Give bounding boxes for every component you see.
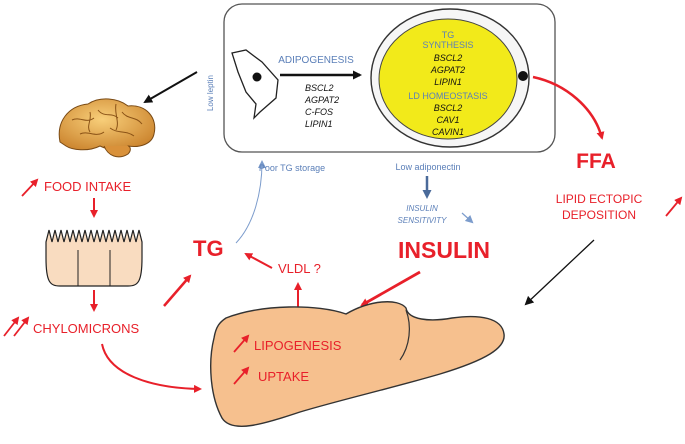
lipogenesis-label: LIPOGENESIS — [254, 338, 342, 353]
insulin-sensitivity-down-arrow — [461, 212, 474, 224]
brain-icon — [58, 98, 156, 158]
leptin-to-brain-arrow — [143, 71, 198, 103]
tg-synthesis-title-2: SYNTHESIS — [422, 40, 473, 50]
tg-label: TG — [193, 236, 224, 261]
tg-synthesis-gene-1: BSCL2 — [434, 53, 463, 63]
adipogenesis-gene-3: C-FOS — [305, 107, 333, 117]
chylo-to-tg-arrow — [163, 274, 192, 307]
ectopic-up-arrow — [665, 196, 683, 217]
vldl-to-tg-arrow — [244, 253, 273, 269]
low-adiponectin-label: Low adiponectin — [395, 162, 460, 172]
intestine-icon — [45, 229, 143, 287]
liver-lobe-line — [399, 309, 410, 361]
tg-to-adipocyte-arrow — [235, 160, 266, 244]
chylomicrons-label: CHYLOMICRONS — [33, 321, 140, 336]
food-intake-up-arrow — [21, 178, 39, 197]
uptake-up-arrow — [233, 366, 250, 385]
vldl-label: VLDL ? — [278, 261, 321, 276]
ffa-label: FFA — [576, 150, 616, 173]
ffa-to-liver-arrow — [524, 239, 595, 306]
insulin-label: INSULIN — [398, 237, 490, 263]
tg-synthesis-gene-3: LIPIN1 — [434, 77, 462, 87]
tg-synthesis-gene-2: AGPAT2 — [430, 65, 465, 75]
liver-shape — [210, 301, 505, 427]
food-intake-label: FOOD INTAKE — [44, 179, 131, 194]
adipogenesis-gene-2: AGPAT2 — [304, 95, 339, 105]
tg-synthesis-title-1: TG — [442, 30, 455, 40]
adipocyte-to-ffa-arrow — [532, 75, 605, 140]
lipogenesis-up-arrow — [233, 334, 250, 353]
preadipocyte-cell — [231, 49, 279, 120]
poor-tg-storage-label: Poor TG storage — [259, 163, 325, 173]
ld-homeostasis-gene-2: CAV1 — [436, 115, 459, 125]
adipogenesis-gene-4: LIPIN1 — [305, 119, 333, 129]
insulin-sensitivity-label-1: INSULIN — [406, 204, 438, 213]
insulin-sensitivity-label-2: SENSITIVITY — [398, 216, 448, 225]
mature-adipocyte — [370, 8, 530, 148]
lipid-ectopic-label-1: LIPID ECTOPIC — [556, 192, 643, 206]
low-leptin-label: Low leptin — [206, 75, 215, 111]
uptake-label: UPTAKE — [258, 369, 309, 384]
adipogenesis-title: ADIPOGENESIS — [278, 55, 354, 66]
insulin-to-liver-arrow — [360, 270, 421, 307]
ld-homeostasis-gene-1: BSCL2 — [434, 103, 463, 113]
ld-homeostasis-title: LD HOMEOSTASIS — [408, 91, 487, 101]
chylo-to-liver-arrow — [101, 343, 202, 393]
ld-homeostasis-gene-3: CAVIN1 — [432, 127, 464, 137]
chylo-up-arrow-1 — [3, 316, 20, 337]
lipid-ectopic-label-2: DEPOSITION — [562, 208, 636, 222]
adipogenesis-gene-1: BSCL2 — [305, 83, 334, 93]
chylo-up-arrow-2 — [13, 316, 30, 337]
